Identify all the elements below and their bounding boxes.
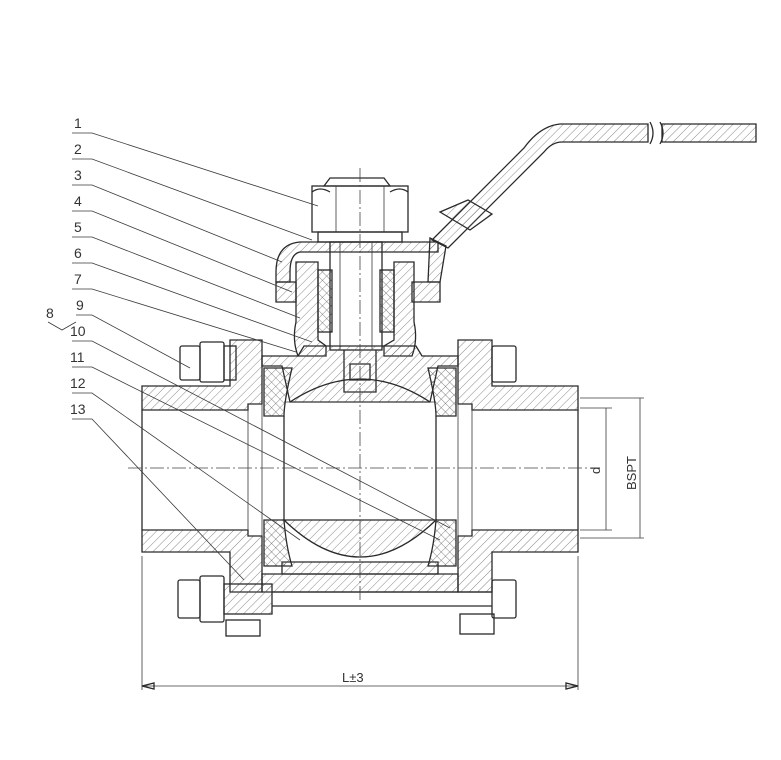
callout-label-4: 4 [74, 193, 82, 209]
dimension-thread-label: BSPT [624, 456, 639, 490]
callout-labels: 1 2 3 4 5 6 7 8 9 10 11 12 13 [46, 115, 86, 417]
ball-seats [263, 367, 457, 567]
dimension-length-label: L±3 [342, 670, 364, 685]
center-lines [128, 168, 600, 600]
callout-label-10: 10 [70, 323, 86, 339]
callout-label-7: 7 [74, 271, 82, 287]
left-end-cap [141, 339, 263, 593]
callout-label-5: 5 [74, 219, 82, 235]
stem-nut [311, 177, 409, 243]
callout-label-2: 2 [74, 141, 82, 157]
dimension-lines [141, 397, 644, 690]
bonnet-neck [293, 261, 417, 357]
callout-label-8: 8 [46, 305, 54, 321]
callout-label-12: 12 [70, 375, 86, 391]
callout-label-11: 11 [70, 349, 85, 365]
right-end-cap [457, 339, 579, 593]
dimension-bore-label: d [588, 467, 603, 474]
handle-lever [427, 121, 757, 283]
callout-label-9: 9 [76, 297, 84, 313]
callout-label-1: 1 [74, 115, 82, 131]
callout-label-13: 13 [70, 401, 86, 417]
callout-label-3: 3 [74, 167, 82, 183]
gland-stop-plate [275, 241, 441, 303]
body-bolts [177, 341, 517, 637]
leader-lines [47, 132, 451, 581]
callout-label-6: 6 [74, 245, 82, 261]
